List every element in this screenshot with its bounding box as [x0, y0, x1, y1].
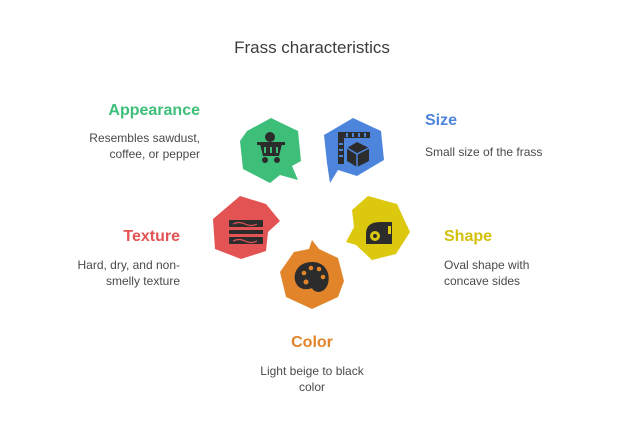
texture-hexagon — [213, 196, 280, 259]
texture-heading: Texture — [123, 228, 180, 245]
size-desc-line-1: Small size of the frass — [425, 145, 543, 159]
appearance-hexagon — [240, 118, 301, 183]
texture-desc-line-1: Hard, dry, and non- — [77, 258, 181, 272]
texture-layers-icon — [229, 220, 263, 244]
color-heading: Color — [291, 334, 333, 351]
size-hexagon — [324, 118, 384, 183]
shape-desc-line-1: Oval shape with — [444, 258, 530, 272]
ruler-box-icon — [338, 132, 370, 167]
appearance-desc-line-1: Resembles sawdust, — [89, 131, 200, 145]
color-desc-line-1: Light beige to black — [260, 364, 364, 378]
shape-desc-line-2: concave sides — [444, 274, 521, 288]
appearance-desc-line-2: coffee, or pepper — [109, 147, 200, 161]
color-desc-line-2: color — [298, 380, 325, 394]
tape-dispenser-icon — [366, 222, 392, 244]
shape-description: Oval shape with concave sides — [444, 257, 614, 289]
mine-cart-icon — [257, 132, 285, 163]
appearance-heading: Appearance — [108, 102, 200, 119]
shape-hexagon — [346, 196, 410, 260]
texture-desc-line-2: smelly texture — [105, 274, 180, 288]
shape-heading: Shape — [444, 228, 493, 245]
size-description: Small size of the frass — [425, 144, 615, 160]
diagram-title: Frass characteristics — [234, 38, 390, 57]
appearance-description: Resembles sawdust, coffee, or pepper — [0, 130, 200, 162]
color-description: Light beige to black color — [212, 363, 412, 395]
color-hexagon — [280, 240, 344, 309]
paint-palette-icon — [294, 262, 329, 292]
texture-description: Hard, dry, and non- smelly texture — [10, 257, 181, 289]
size-heading: Size — [425, 112, 458, 129]
